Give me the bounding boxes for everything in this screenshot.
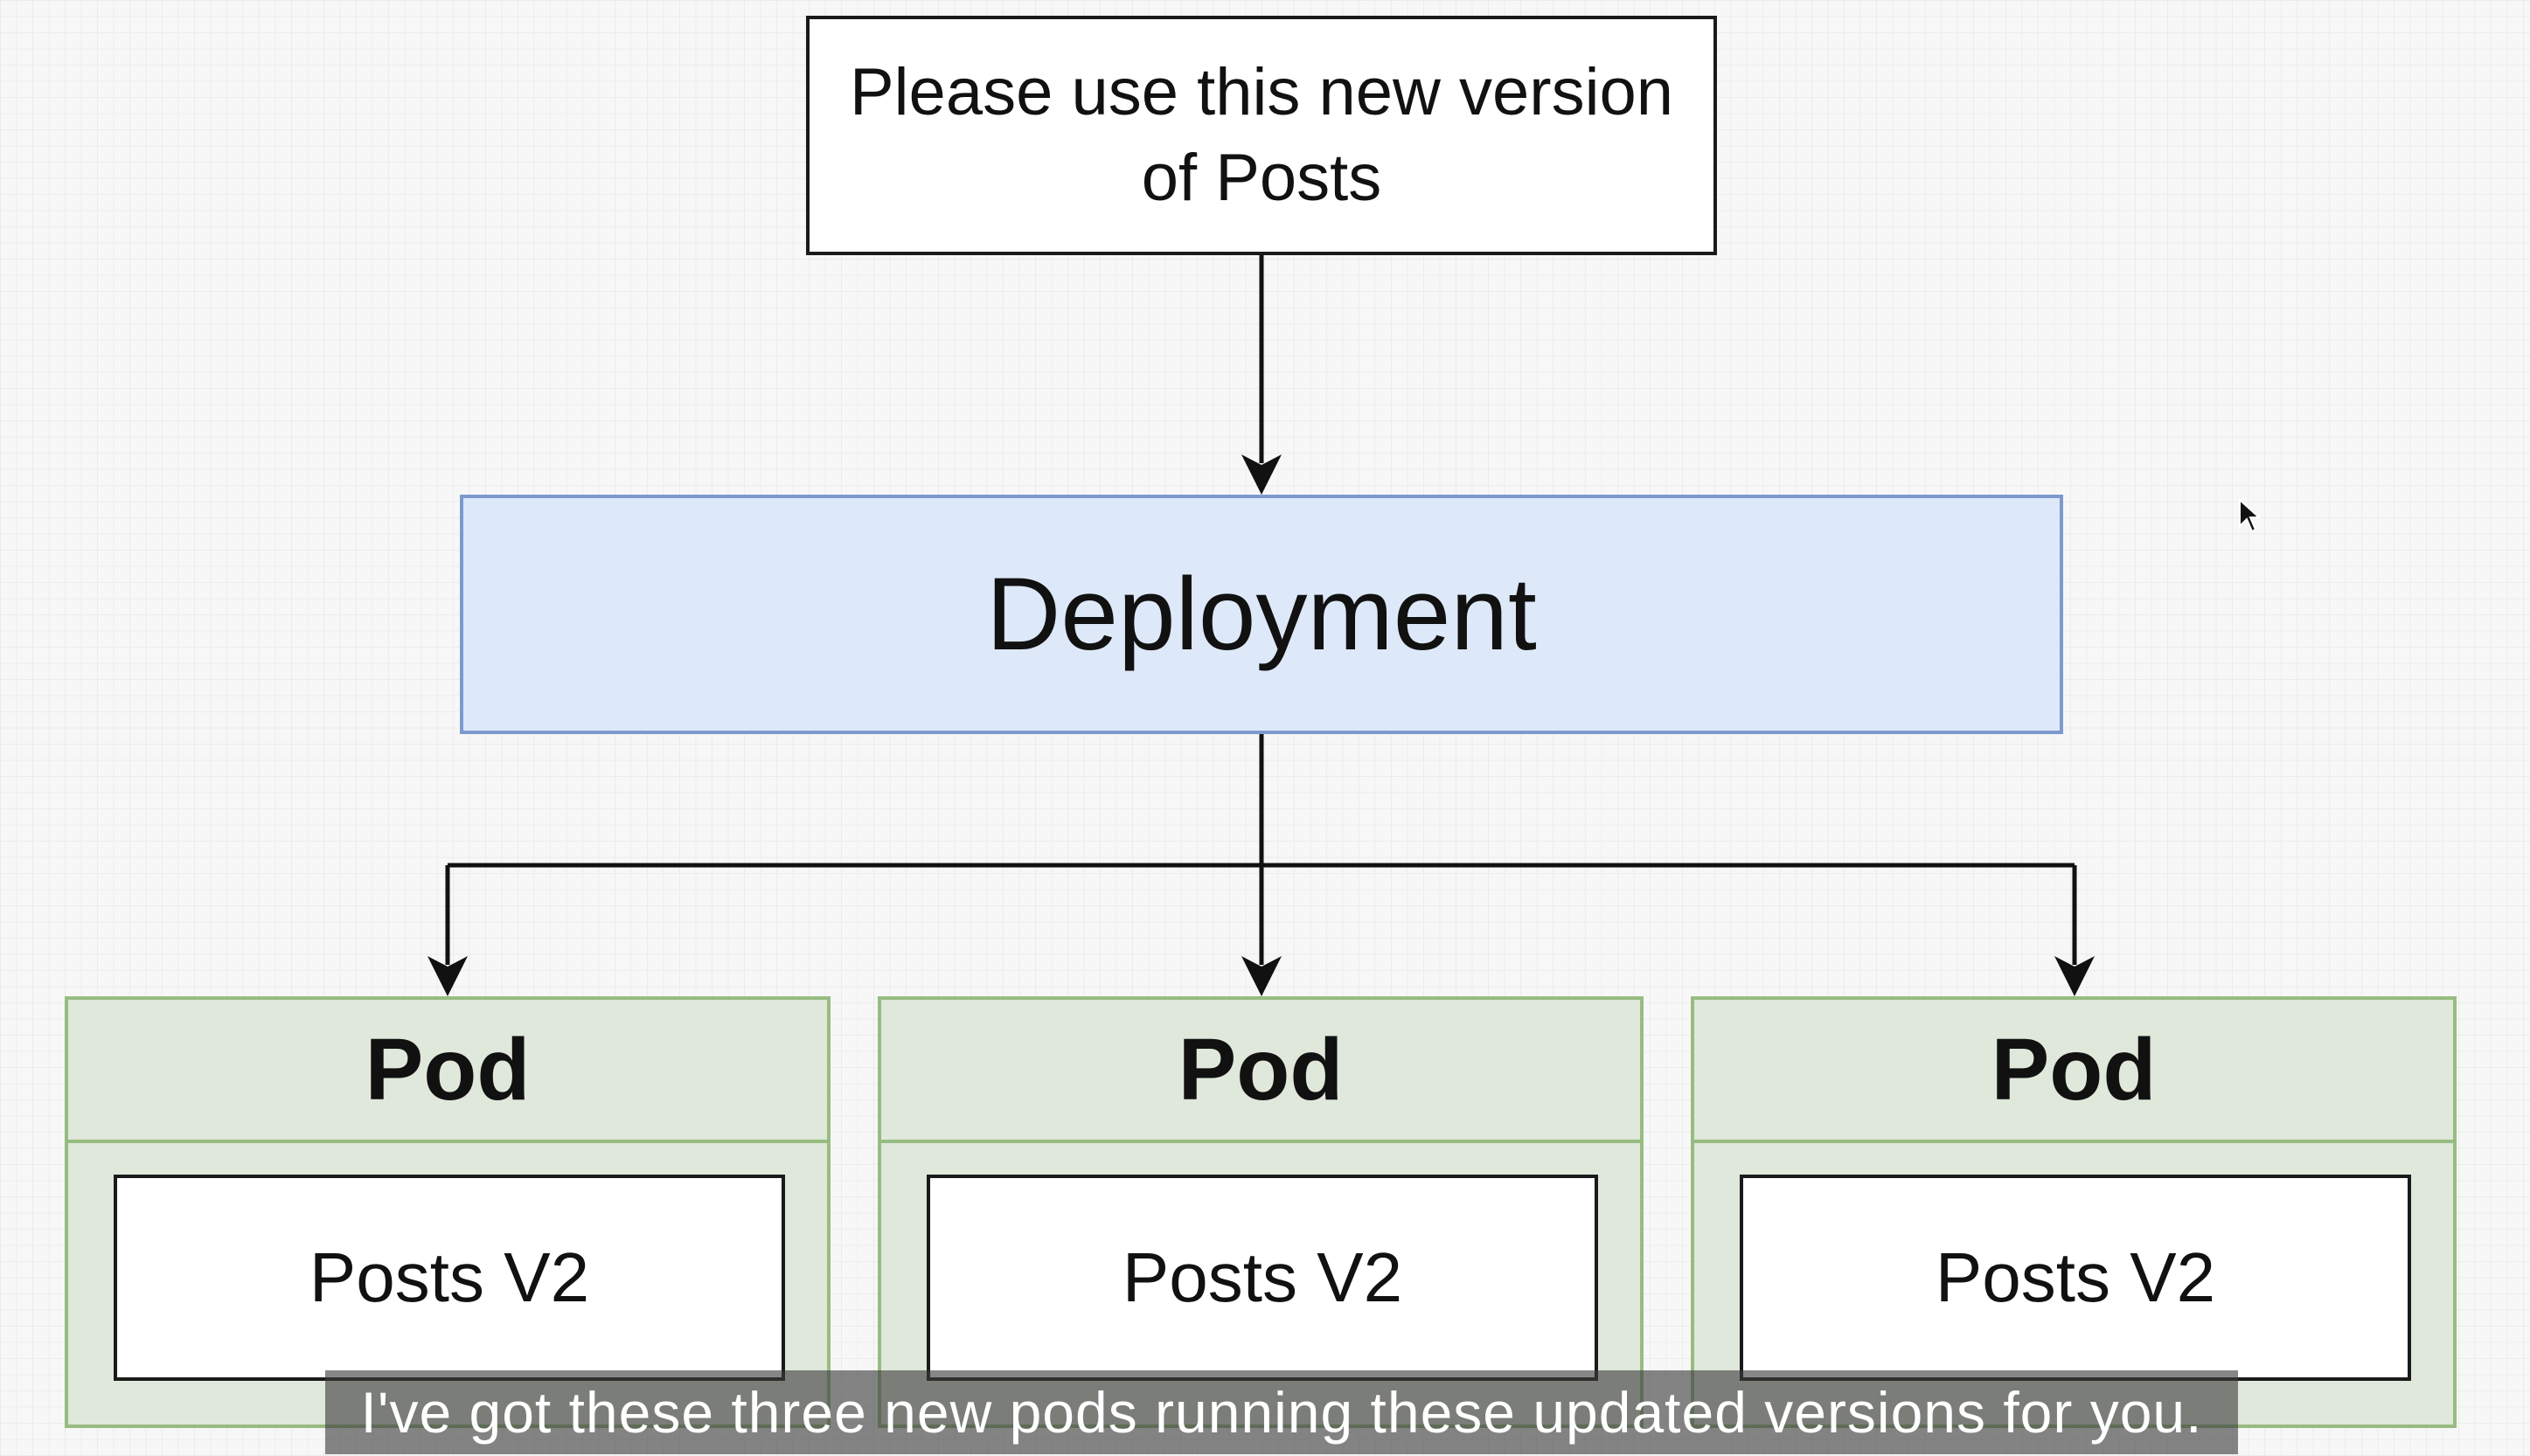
pod-1: Pod Posts V2	[65, 996, 831, 1428]
arrowhead-deployment	[1241, 454, 1282, 495]
deployment-box: Deployment	[460, 495, 2063, 734]
pod-2: Pod Posts V2	[878, 996, 1644, 1428]
pod-container-box: Posts V2	[114, 1175, 785, 1381]
pod-header: Pod	[1694, 1000, 2453, 1143]
pod-container-label: Posts V2	[309, 1238, 590, 1316]
arrowhead-pod-3	[2054, 956, 2095, 996]
mouse-cursor-icon	[2239, 498, 2261, 533]
pod-header-label: Pod	[1991, 1020, 2157, 1119]
pod-header-label: Pod	[365, 1020, 531, 1119]
pod-3: Pod Posts V2	[1691, 996, 2457, 1428]
subtitle-text: I've got these three new pods running th…	[360, 1380, 2203, 1445]
pod-header-label: Pod	[1178, 1020, 1344, 1119]
arrowhead-pod-1	[427, 956, 468, 996]
pod-header: Pod	[68, 1000, 827, 1143]
arrowhead-pod-2	[1241, 956, 1282, 996]
pod-container-box: Posts V2	[1740, 1175, 2411, 1381]
pod-container-box: Posts V2	[927, 1175, 1598, 1381]
pod-header: Pod	[881, 1000, 1640, 1143]
pod-container-label: Posts V2	[1935, 1238, 2216, 1316]
request-text: Please use this new version of Posts	[849, 55, 1674, 215]
deployment-label: Deployment	[986, 557, 1537, 672]
request-box: Please use this new version of Posts	[806, 16, 1717, 255]
video-subtitle: I've got these three new pods running th…	[325, 1370, 2238, 1454]
pod-container-label: Posts V2	[1122, 1238, 1403, 1316]
